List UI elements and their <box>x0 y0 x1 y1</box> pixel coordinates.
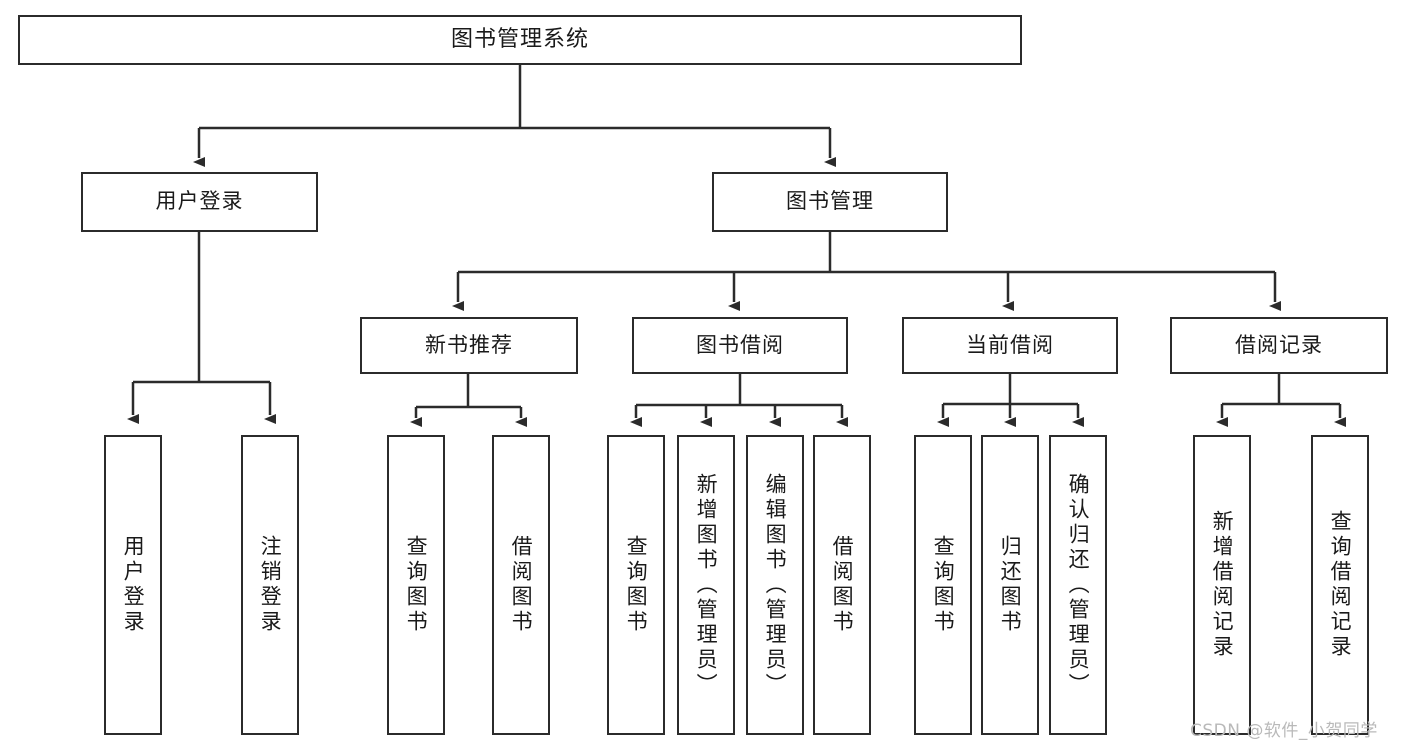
leaf-user-login-login[interactable]: 用户登录 <box>104 435 162 735</box>
node-user-login[interactable]: 用户登录 <box>81 172 318 232</box>
node-label: 新增图书（管理员） <box>694 472 719 698</box>
leaf-book-borrow-edit[interactable]: 编辑图书（管理员） <box>746 435 804 735</box>
leaf-borrow-record-add[interactable]: 新增借阅记录 <box>1193 435 1251 735</box>
leaf-book-borrow-add[interactable]: 新增图书（管理员） <box>677 435 735 735</box>
node-label: 注销登录 <box>258 535 283 635</box>
node-book-borrow[interactable]: 图书借阅 <box>632 317 848 374</box>
node-label: 查询图书 <box>404 535 429 635</box>
leaf-borrow-record-query[interactable]: 查询借阅记录 <box>1311 435 1369 735</box>
node-label: 查询借阅记录 <box>1328 510 1353 660</box>
leaf-current-borrow-query[interactable]: 查询图书 <box>914 435 972 735</box>
node-label: 图书借阅 <box>696 332 784 357</box>
node-label: 查询图书 <box>624 535 649 635</box>
node-label: 借阅图书 <box>509 535 534 635</box>
leaf-user-login-logout[interactable]: 注销登录 <box>241 435 299 735</box>
node-label: 查询图书 <box>931 535 956 635</box>
node-borrow-record[interactable]: 借阅记录 <box>1170 317 1388 374</box>
node-new-book-recommend[interactable]: 新书推荐 <box>360 317 578 374</box>
node-book-management[interactable]: 图书管理 <box>712 172 948 232</box>
leaf-current-borrow-return[interactable]: 归还图书 <box>981 435 1039 735</box>
node-label: 图书管理 <box>786 189 874 214</box>
leaf-new-book-borrow[interactable]: 借阅图书 <box>492 435 550 735</box>
node-label: 编辑图书（管理员） <box>763 472 788 698</box>
leaf-new-book-query[interactable]: 查询图书 <box>387 435 445 735</box>
node-label: 用户登录 <box>155 189 244 214</box>
node-label: 确认归还（管理员） <box>1066 472 1091 698</box>
leaf-book-borrow-borrow[interactable]: 借阅图书 <box>813 435 871 735</box>
node-label: 归还图书 <box>998 535 1023 635</box>
node-label: 新书推荐 <box>425 332 513 357</box>
node-label: 当前借阅 <box>966 332 1054 357</box>
node-root-book-management-system[interactable]: 图书管理系统 <box>18 15 1022 65</box>
leaf-book-borrow-query[interactable]: 查询图书 <box>607 435 665 735</box>
node-label: 图书管理系统 <box>450 26 589 52</box>
node-current-borrow[interactable]: 当前借阅 <box>902 317 1118 374</box>
node-label: 借阅记录 <box>1235 332 1323 357</box>
leaf-current-borrow-confirm-return[interactable]: 确认归还（管理员） <box>1049 435 1107 735</box>
node-label: 用户登录 <box>121 535 146 635</box>
node-label: 借阅图书 <box>830 535 855 635</box>
node-label: 新增借阅记录 <box>1210 510 1235 660</box>
